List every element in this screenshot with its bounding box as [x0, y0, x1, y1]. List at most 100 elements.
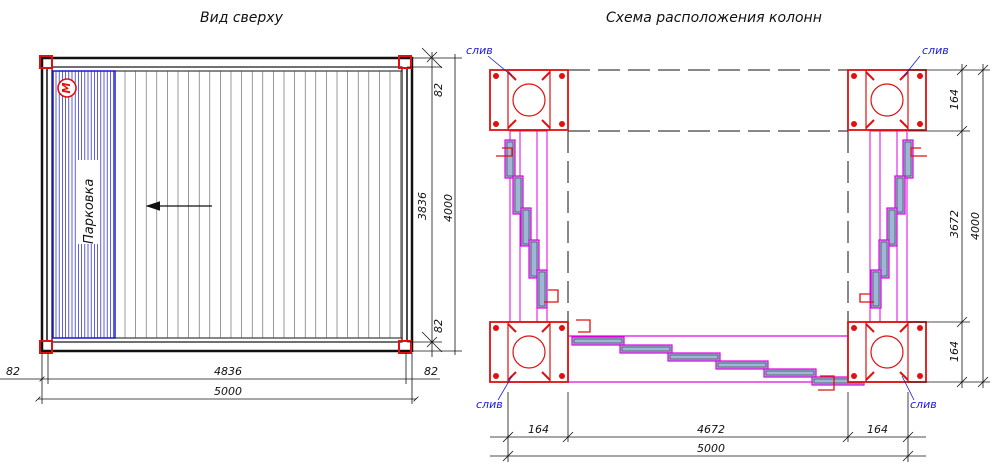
drain-label-tr: слив [922, 44, 949, 57]
stair-step [536, 269, 548, 309]
deck-boards [124, 71, 401, 338]
drain-labels: слив слив слив слив [466, 44, 949, 411]
stair-step [571, 336, 625, 346]
column-bolt [559, 73, 565, 79]
stair-step-inner [514, 177, 522, 213]
scheme-dim-column-right: 164 [867, 423, 888, 436]
corner-marker-tl [39, 55, 53, 69]
column-scheme-title: Схема расположения колонн [606, 10, 822, 26]
column-pipe [870, 335, 904, 369]
stair-step-inner [765, 370, 815, 376]
parking-label-bg [76, 160, 100, 244]
stair-step-inner [573, 338, 623, 344]
stair-step-inner [872, 271, 880, 307]
top-view-outer-frame [40, 56, 414, 353]
column-accent [899, 323, 909, 333]
column-bl [489, 321, 569, 383]
column-accent [865, 119, 875, 129]
scheme-dim-column-bottom: 164 [948, 341, 961, 362]
stair-step-inner [522, 209, 530, 245]
stair-step [504, 139, 516, 179]
column-accent [865, 71, 875, 81]
column-core [865, 69, 909, 131]
corner-marker-tr [398, 55, 412, 69]
stair-bottom [571, 336, 865, 386]
column-accent [899, 371, 909, 381]
scheme-dim-span-height: 3672 [948, 210, 961, 238]
column-bolt [493, 121, 499, 127]
drain-label-tl: слив [466, 44, 493, 57]
top-dim-edge-right: 82 [424, 365, 438, 378]
column-bolt [917, 121, 923, 127]
drain-leader-br [901, 375, 915, 401]
column-bolt [917, 325, 923, 331]
column-bolt [851, 325, 857, 331]
column-accent [541, 371, 551, 381]
stair-right [870, 139, 914, 309]
column-br [847, 321, 927, 383]
stair-step-inner [717, 362, 767, 368]
stair-step-inner [506, 141, 514, 177]
column-core [507, 321, 551, 383]
stair-step [878, 239, 890, 279]
drain-leader-tr [903, 55, 921, 77]
drain-label-bl: слив [476, 398, 503, 411]
column-accent [507, 323, 517, 333]
column-bolt [559, 373, 565, 379]
column-accent [899, 119, 909, 129]
stair-step-inner [530, 241, 538, 277]
corner-marker-bl [39, 340, 53, 354]
column-accent [865, 323, 875, 333]
top-dim-edge-left: 82 [6, 365, 20, 378]
column-scheme-vertical-dims [908, 64, 990, 388]
column-bolt [493, 373, 499, 379]
scheme-dim-column-top: 164 [948, 89, 961, 110]
scheme-dim-overall-width: 5000 [697, 442, 725, 455]
column-accent [541, 119, 551, 129]
column-pipe [512, 335, 546, 369]
stair-step [886, 207, 898, 247]
top-dim-overall-width: 5000 [214, 385, 242, 398]
columns [489, 69, 927, 383]
metro-symbol: М [57, 78, 77, 98]
top-dim-edge-top: 82 [432, 83, 445, 97]
parking-stripes [55, 71, 114, 338]
stair-step [528, 239, 540, 279]
column-accent [541, 71, 551, 81]
column-tl [489, 69, 569, 131]
top-view-vertical-dims [407, 47, 462, 357]
drain-label-br: слив [910, 398, 937, 411]
stair-left [504, 139, 548, 309]
column-bolt [559, 325, 565, 331]
stair-step-inner [538, 271, 546, 307]
corner-marker-br [398, 340, 412, 354]
column-accent [865, 371, 875, 381]
scheme-dim-column-left: 164 [528, 423, 549, 436]
stair-step [619, 344, 673, 354]
stair-step-inner [896, 177, 904, 213]
stair-step-inner [880, 241, 888, 277]
stair-step [870, 269, 882, 309]
stair-step [715, 360, 769, 370]
column-accent [507, 119, 517, 129]
stair-step [763, 368, 817, 378]
stair-step [667, 352, 721, 362]
top-view-inner-frame [51, 66, 403, 343]
parking-label: Парковка [82, 179, 97, 244]
column-tr [847, 69, 927, 131]
column-bolt [917, 73, 923, 79]
scheme-dim-span-width: 4672 [697, 423, 725, 436]
column-base-plate [847, 69, 927, 131]
column-scheme: Схема расположения колонн [466, 10, 990, 462]
drain-leader-bl [497, 375, 513, 401]
stair-step [520, 207, 532, 247]
stair-step [902, 139, 914, 179]
metro-symbol-letter: М [60, 82, 73, 93]
drain-leader-tl [487, 55, 513, 77]
top-view-title: Вид сверху [200, 10, 284, 26]
stair-step-inner [669, 354, 719, 360]
column-bolt [493, 73, 499, 79]
column-bolt [559, 121, 565, 127]
column-pipe [870, 83, 904, 117]
